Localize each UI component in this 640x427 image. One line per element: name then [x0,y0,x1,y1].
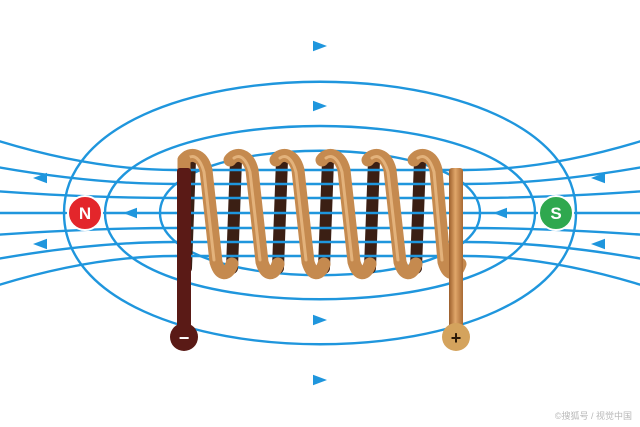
north-pole-marker: N [67,195,103,231]
field-line-left-0 [0,140,177,172]
field-line-right-0 [463,140,640,172]
arrow-bottom-inner [313,314,327,326]
north-pole-label: N [79,204,91,223]
coil-highlight-0 [186,155,216,262]
positive-terminal [442,323,470,351]
south-pole-marker: S [538,195,574,231]
arrow-left-1 [33,172,47,184]
field-line-left-5 [0,254,177,286]
arrow-bottom-outer [313,374,327,386]
arrow-left-center [123,207,137,219]
positive-lead: + [442,168,470,351]
arrow-right-center [493,207,507,219]
coil-highlight-1 [232,155,262,262]
arrow-top-inner [313,100,327,112]
south-pole-label: S [550,204,561,223]
negative-terminal [170,323,198,351]
field-line-left-4 [0,240,177,260]
coil-highlight-5 [416,155,444,262]
coil-highlight-4 [370,155,400,262]
field-direction-arrows [33,40,605,386]
negative-terminal-label: − [179,328,190,348]
arrow-left-2 [33,238,47,250]
watermark: ©搜狐号 / 视觉中国 [554,411,632,421]
coil-highlight-3 [324,155,354,262]
positive-terminal-label: + [451,328,462,348]
field-line-right-1 [463,166,640,186]
arrow-right-2 [591,238,605,250]
negative-lead: − [170,168,198,351]
field-line-right-4 [463,240,640,260]
field-line-right-5 [463,254,640,286]
coil-highlight-2 [278,155,308,262]
field-line-left-1 [0,166,177,186]
inner-field-lines [175,168,465,258]
arrow-top-outer [313,40,327,52]
arrow-right-1 [591,172,605,184]
